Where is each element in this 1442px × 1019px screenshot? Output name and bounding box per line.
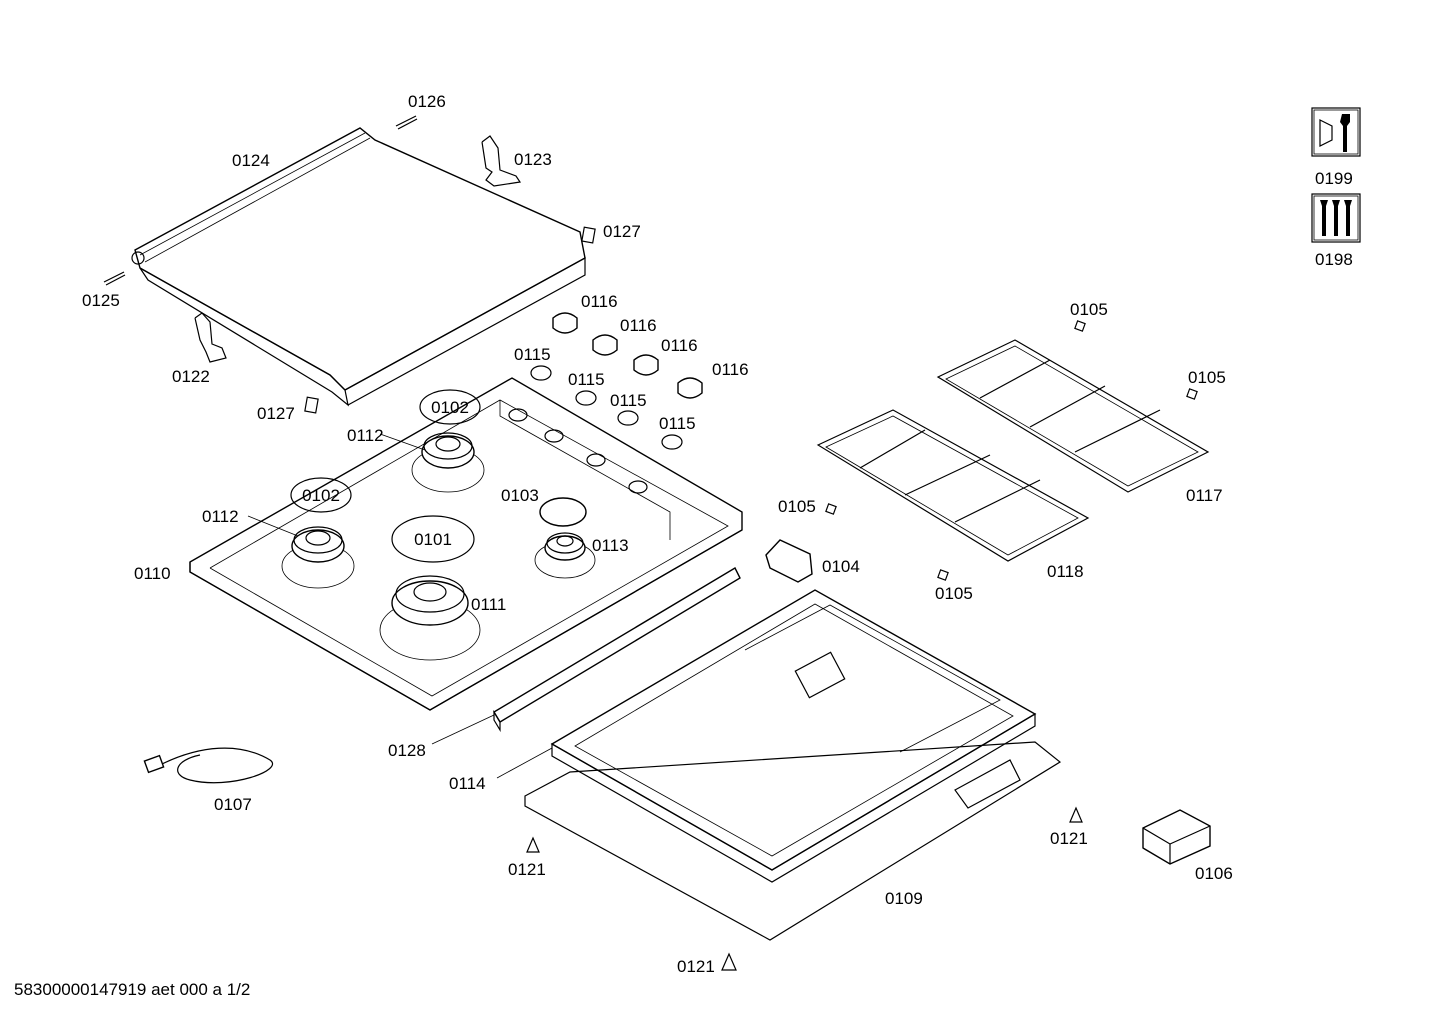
label-0116-c: 0116 [661, 336, 698, 355]
label-0115-a: 0115 [514, 345, 551, 364]
label-0199: 0199 [1315, 169, 1353, 188]
label-0125: 0125 [82, 291, 120, 310]
pan-support-0117 [936, 339, 1210, 493]
label-0102-front: 0102 [302, 486, 340, 505]
frame-0114 [550, 589, 1037, 883]
label-0121-a: 0121 [508, 860, 546, 879]
feet-0121 [526, 806, 1083, 971]
burner-large-0111 [379, 575, 481, 661]
tool-kit-icon [1311, 107, 1361, 157]
label-0104: 0104 [822, 557, 860, 576]
leader-lines [247, 433, 553, 779]
screws-kit-icon [1311, 193, 1361, 243]
label-0105-b: 0105 [1188, 368, 1226, 387]
feet-0105 [825, 320, 1198, 581]
label-0105-d: 0105 [935, 584, 973, 603]
label-0112-front: 0112 [202, 507, 239, 526]
label-0121-b: 0121 [1050, 829, 1088, 848]
label-0126: 0126 [408, 92, 446, 111]
label-0103: 0103 [501, 486, 539, 505]
burner-rear-left [411, 432, 485, 493]
burner-front-left [281, 526, 355, 589]
label-0116-b: 0116 [620, 316, 657, 335]
label-0116-d: 0116 [712, 360, 749, 379]
pad-0127-lower [304, 396, 319, 414]
knob-rings-0115 [530, 365, 683, 450]
label-0127-upper: 0127 [603, 222, 641, 241]
label-0116-a: 0116 [581, 292, 618, 311]
label-0122: 0122 [172, 367, 210, 386]
label-0105-a: 0105 [1070, 300, 1108, 319]
label-0111: 0111 [471, 595, 506, 614]
screw-0125 [103, 271, 126, 286]
valve-block-0104 [765, 539, 813, 583]
label-0198: 0198 [1315, 250, 1353, 269]
cap-0102-front [290, 477, 352, 513]
label-0115-d: 0115 [659, 414, 696, 433]
document-footer-id: 58300000147919 aet 000 a 1/2 [14, 980, 251, 999]
pad-0127-upper [581, 226, 596, 244]
burner-small-0113 [534, 532, 596, 579]
label-0117: 0117 [1186, 486, 1223, 505]
box-0106 [1142, 809, 1211, 865]
label-0114: 0114 [449, 774, 486, 793]
label-0113: 0113 [592, 536, 629, 555]
hob-top-plate [189, 377, 743, 711]
cap-0101 [391, 515, 475, 563]
label-0102-rear: 0102 [431, 398, 469, 417]
label-0127-lower: 0127 [257, 404, 295, 423]
knob-holes [508, 408, 648, 494]
label-0101: 0101 [414, 530, 452, 549]
label-0128: 0128 [388, 741, 426, 760]
base-tray-0109 [524, 604, 1062, 941]
profile-strip-0128 [493, 567, 741, 733]
glass-lid-cover [131, 127, 586, 407]
power-cable-0107 [143, 747, 274, 784]
knobs-0116 [552, 312, 703, 399]
label-0115-b: 0115 [568, 370, 605, 389]
label-0124: 0124 [232, 151, 270, 170]
label-0121-c: 0121 [677, 957, 715, 976]
hinge-0123 [481, 135, 522, 187]
label-0110: 0110 [134, 564, 171, 583]
label-0107: 0107 [214, 795, 252, 814]
label-0118: 0118 [1047, 562, 1084, 581]
cap-0102-rear [419, 389, 481, 425]
hinge-0122 [194, 312, 227, 363]
label-0106: 0106 [1195, 864, 1233, 883]
label-0105-c: 0105 [778, 497, 816, 516]
pan-support-0118 [816, 409, 1090, 562]
cap-0103 [539, 497, 587, 527]
label-0112-rear: 0112 [347, 426, 384, 445]
label-0115-c: 0115 [610, 391, 647, 410]
label-0123: 0123 [514, 150, 552, 169]
label-0109: 0109 [885, 889, 923, 908]
screw-0126 [395, 115, 418, 130]
